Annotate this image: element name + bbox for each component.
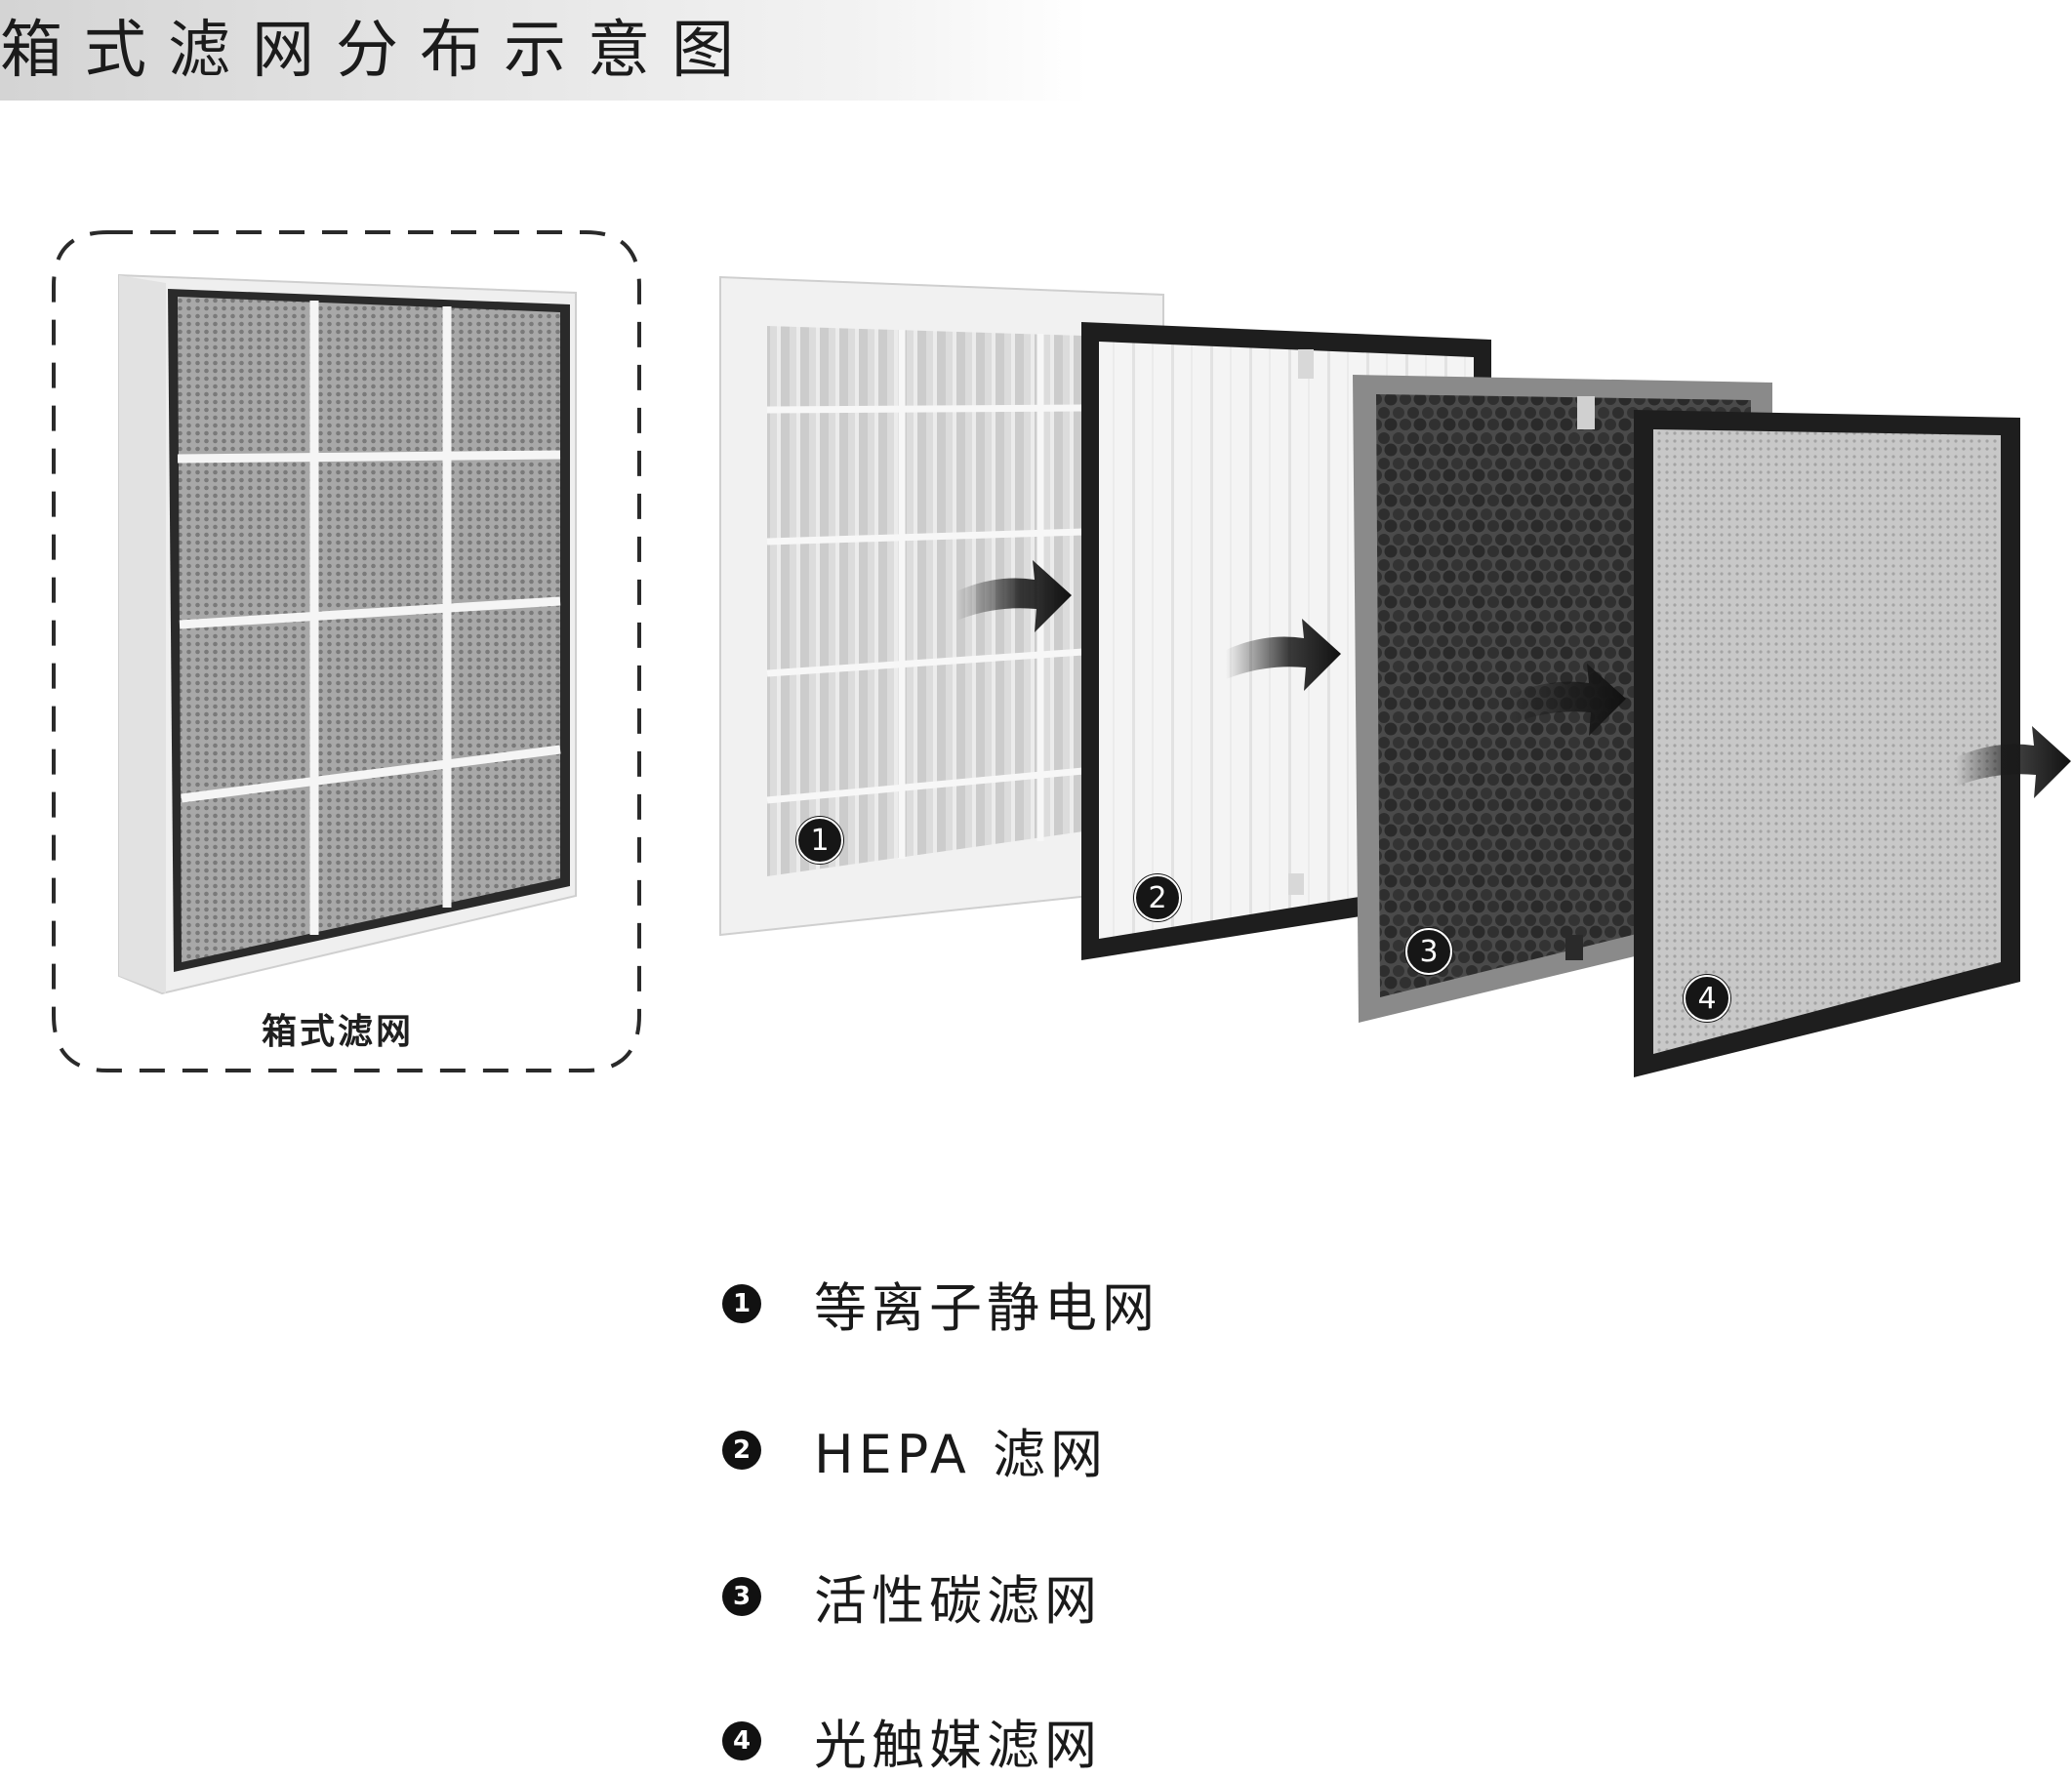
dashed-outline [52,230,641,1072]
arrow-right-icon [1226,619,1341,691]
layer-4-illustration [1634,410,2020,1077]
layer-3-badge: 3 [1405,928,1452,975]
arrow-right-icon [1956,726,2071,798]
circled-number-icon: 3 [1419,934,1439,969]
legend-item-1: 1 等离子静电网 [722,1265,1159,1342]
box-filter-caption: 箱式滤网 [262,1012,415,1052]
legend-label-4: 光触媒滤网 [814,1715,1102,1776]
arrow-right-icon [1511,664,1626,736]
box-filter-illustration [118,273,577,995]
legend-item-2: 2 HEPA 滤网 [722,1411,1108,1488]
title-bar: 箱式滤网分布示意图 [0,0,1088,101]
legend-item-4: 4 光触媒滤网 [722,1702,1102,1779]
circled-number-icon: 4 [722,1720,761,1760]
airflow-arrow-1 [956,560,1072,632]
airflow-arrow-4 [1956,726,2071,798]
legend-label-1: 等离子静电网 [814,1277,1159,1339]
page-title: 箱式滤网分布示意图 [0,15,755,87]
legend-label-3: 活性碳滤网 [814,1570,1102,1632]
layer-4-badge: 4 [1684,975,1730,1022]
circled-number-icon: 2 [1148,880,1167,915]
circled-number-icon: 1 [722,1283,761,1323]
airflow-arrow-2 [1226,619,1341,691]
legend-item-3: 3 活性碳滤网 [722,1557,1102,1635]
legend-label-2: HEPA 滤网 [814,1424,1108,1485]
layer-1-badge: 1 [796,817,843,864]
circled-number-icon: 4 [1697,981,1717,1016]
airflow-arrow-3 [1511,664,1626,736]
arrow-right-icon [956,560,1072,632]
circled-number-icon: 3 [722,1576,761,1616]
circled-number-icon: 2 [722,1430,761,1470]
layer-2-badge: 2 [1134,874,1181,921]
circled-number-icon: 1 [810,823,830,858]
layer-1-illustration [719,275,1164,937]
